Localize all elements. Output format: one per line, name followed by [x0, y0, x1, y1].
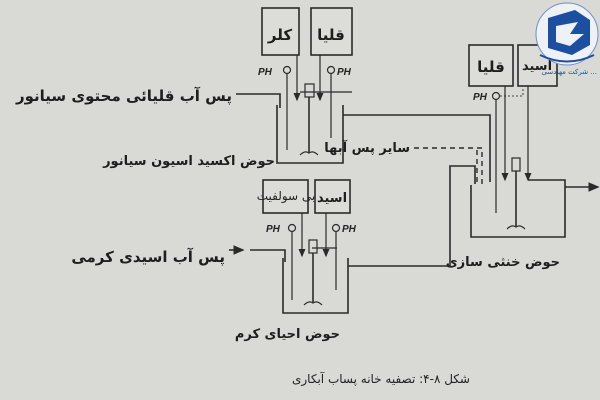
alkali-tank-label: قلیا	[317, 26, 345, 44]
ph-label: PH	[337, 67, 352, 78]
other-wastewater-pipe	[414, 147, 483, 184]
alkali-dosing-tank	[468, 44, 514, 87]
mixer-impeller-icon	[299, 151, 319, 156]
ph-sensor-icon	[282, 65, 292, 75]
chrome-reduction-unit: بی سولفیت اسید PH PH پس آب اسیدی کرمی حو…	[71, 165, 476, 342]
cyanide-oxidation-unit: کلر قلیا PH PH پس آب قلیائی محتوی سیانور…	[15, 7, 491, 182]
ph-label: PH	[473, 92, 488, 103]
figure-caption: شکل ۸-۴: تصفیه خانه پساب آبکاری	[292, 371, 470, 387]
bisulfite-dosing-tank	[262, 179, 309, 214]
cyanide-inlet-label: پس آب قلیائی محتوی سیانور	[15, 87, 232, 106]
ph-sensor-icon	[331, 223, 341, 233]
mixer-impeller-icon	[303, 301, 323, 306]
alkali-tank-label: قلیا	[477, 58, 505, 76]
other-wastewater-label: سایر پس آبها	[324, 139, 410, 156]
mixer-impeller-icon	[506, 225, 526, 230]
acid-tank-label: اسید	[317, 191, 347, 206]
ph-sensor-icon	[287, 223, 297, 233]
neutralization-unit: قلیا اسید PH حوض خنثی سازی	[446, 44, 600, 270]
chrome-outlet-pipe	[348, 165, 476, 267]
mixer-motor-icon	[511, 157, 521, 172]
ph-label: PH	[266, 224, 281, 235]
company-logo: شرکت مهندسی ...	[535, 2, 599, 76]
alkali-dosing-tank	[310, 7, 353, 56]
cyanide-inlet-pipe	[236, 93, 281, 108]
chlorine-dosing-tank	[261, 7, 300, 56]
neutralization-tank-label: حوض خنثی سازی	[446, 255, 560, 270]
cyanide-outlet-pipe	[343, 114, 491, 182]
ph-label: PH	[258, 67, 273, 78]
ph-sensor-icon	[491, 91, 501, 101]
mixer-motor-icon	[304, 83, 315, 98]
ph-label: PH	[342, 224, 357, 235]
chlorine-tank-label: کلر	[267, 26, 292, 44]
chrome-tank-label: حوض احیای کرم	[235, 327, 340, 342]
cyanide-oxidation-tank	[276, 105, 344, 164]
ph-sensor-icon	[326, 65, 336, 75]
neutralization-tank	[470, 179, 566, 238]
logo-text: شرکت مهندسی ...	[541, 68, 597, 76]
chrome-inlet-label: پس آب اسیدی کرمی	[71, 248, 225, 267]
acid-tank-label: اسید	[522, 59, 552, 74]
acid-dosing-tank	[314, 179, 351, 214]
mixer-motor-icon	[308, 239, 318, 254]
chrome-reduction-tank	[282, 258, 349, 314]
chrome-inlet-pipe	[250, 249, 286, 262]
bisulfite-tank-label: بی سولفیت	[257, 189, 316, 204]
cyanide-tank-label: حوض اکسید اسیون سیانور	[102, 154, 275, 169]
